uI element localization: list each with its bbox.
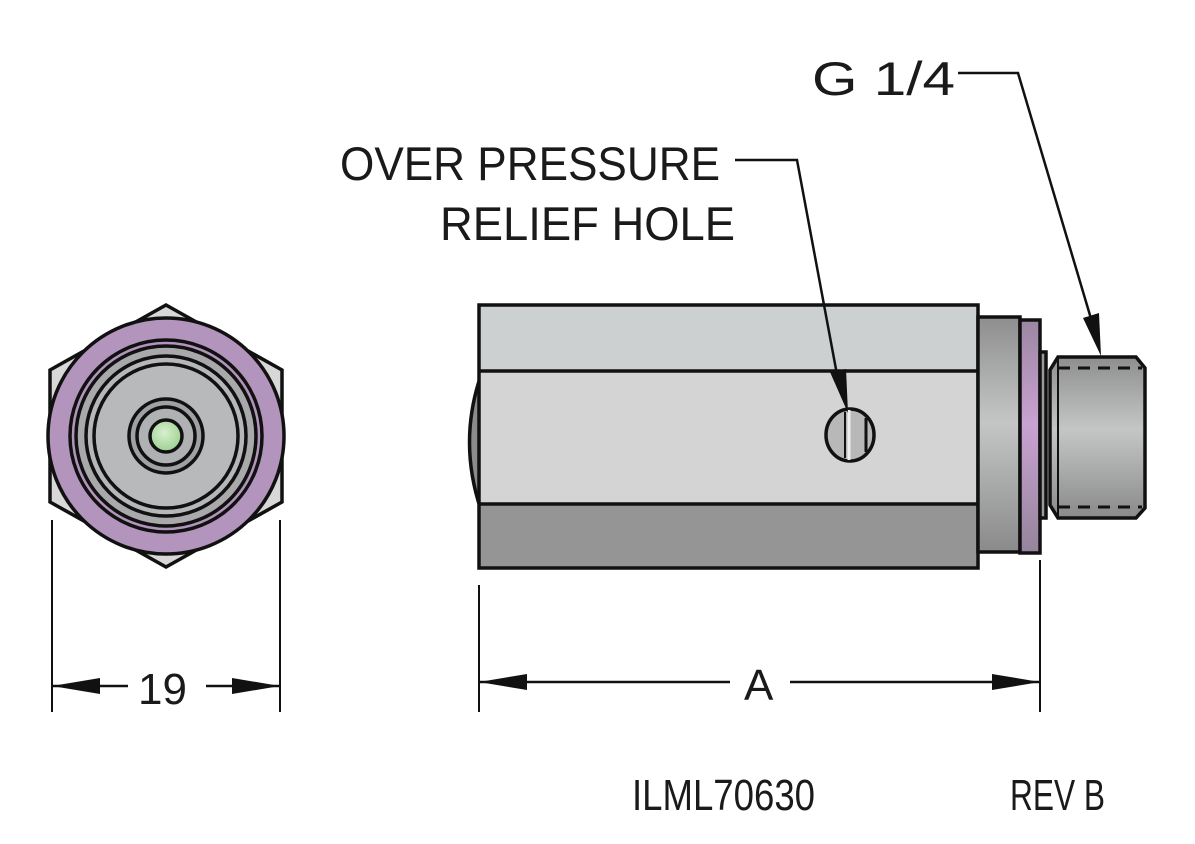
relief-hole-callout: OVER PRESSURE RELIEF HOLE <box>340 137 848 413</box>
hex-width-value: 19 <box>138 665 187 714</box>
hex-face-top <box>479 305 978 371</box>
arrowhead <box>1083 313 1101 356</box>
collar <box>976 315 1022 554</box>
thread-callout: G 1/4 <box>812 52 1101 356</box>
arrowhead <box>830 369 848 413</box>
side-view <box>467 303 1147 570</box>
g14-thread <box>1048 355 1147 520</box>
relief-label-line1: OVER PRESSURE <box>340 137 720 190</box>
hex-width-dimension: 19 <box>51 520 281 714</box>
end-view <box>46 302 286 570</box>
relief-hole <box>824 407 876 463</box>
part-number: ILML70630 <box>632 771 815 820</box>
hex-face-middle <box>479 371 978 504</box>
length-value: A <box>744 661 774 710</box>
hex-face-bottom <box>479 504 978 568</box>
purple-seal <box>1018 318 1042 555</box>
length-dimension: A <box>478 560 1041 712</box>
led-indicator <box>148 418 184 454</box>
revision: REV B <box>1010 771 1105 820</box>
relief-label-line2: RELIEF HOLE <box>440 197 735 250</box>
thread-label: G 1/4 <box>812 52 955 105</box>
